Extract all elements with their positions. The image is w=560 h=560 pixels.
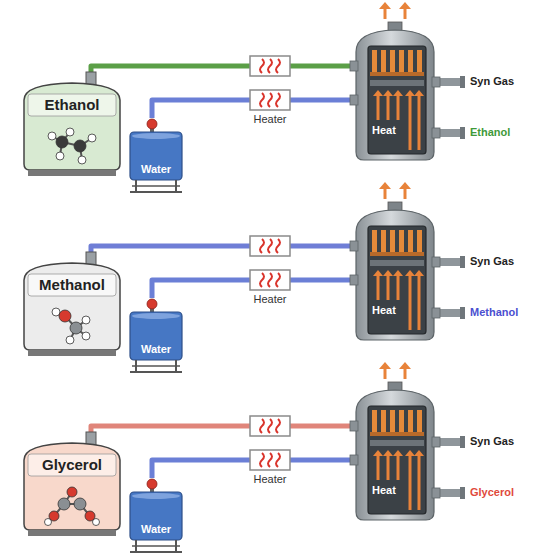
- heater-box: Heater: [248, 90, 292, 130]
- output-label: Syn Gas: [470, 75, 514, 88]
- heater-label: Heater: [248, 473, 292, 486]
- reactor-vessel-outline: [350, 382, 440, 522]
- output-label: Syn Gas: [470, 435, 514, 448]
- tank-label: Water: [128, 523, 184, 536]
- feed-pipe: [152, 280, 250, 298]
- feed-pipe: [91, 246, 352, 252]
- reactor-vessel: Heat: [350, 202, 440, 342]
- return-label: Glycerol: [470, 486, 514, 499]
- feed-tank: Ethanol: [20, 72, 124, 178]
- feed-pipe: [290, 98, 352, 103]
- feed-pipe: [290, 458, 352, 463]
- feed-pipe: [152, 460, 250, 478]
- tank-label: Ethanol: [20, 96, 124, 114]
- water-tank: Water: [128, 478, 184, 554]
- water-tank-outline: [128, 118, 184, 194]
- output-label: Syn Gas: [470, 255, 514, 268]
- tank-label: Glycerol: [20, 456, 124, 474]
- water-tank-outline: [128, 298, 184, 374]
- heat-label: Heat: [372, 484, 440, 497]
- heater-box: Heater: [248, 270, 292, 310]
- heater-label: Heater: [248, 293, 292, 306]
- reactor-vessel-outline: [350, 22, 440, 162]
- return-label: Methanol: [470, 306, 518, 319]
- heater-box: Heater: [248, 450, 292, 490]
- feed-pipe: [152, 100, 250, 118]
- reactor-vessel: Heat: [350, 382, 440, 522]
- tank-label: Water: [128, 343, 184, 356]
- water-tank-outline: [128, 478, 184, 554]
- water-tank: Water: [128, 298, 184, 374]
- reactor-vessel-outline: [350, 202, 440, 342]
- heat-label: Heat: [372, 304, 440, 317]
- feed-pipe: [290, 278, 352, 283]
- feed-tank-outline: [20, 72, 124, 178]
- feed-tank-outline: [20, 432, 124, 538]
- heater-label: Heater: [248, 113, 292, 126]
- heat-label: Heat: [372, 124, 440, 137]
- feed-tank: Methanol: [20, 252, 124, 358]
- feed-tank: Glycerol: [20, 432, 124, 538]
- return-label: Ethanol: [470, 126, 510, 139]
- tank-label: Methanol: [20, 276, 124, 294]
- feed-pipe: [91, 66, 352, 72]
- tank-label: Water: [128, 163, 184, 176]
- feed-tank-outline: [20, 252, 124, 358]
- feed-pipe: [91, 426, 352, 432]
- water-tank: Water: [128, 118, 184, 194]
- reactor-vessel: Heat: [350, 22, 440, 162]
